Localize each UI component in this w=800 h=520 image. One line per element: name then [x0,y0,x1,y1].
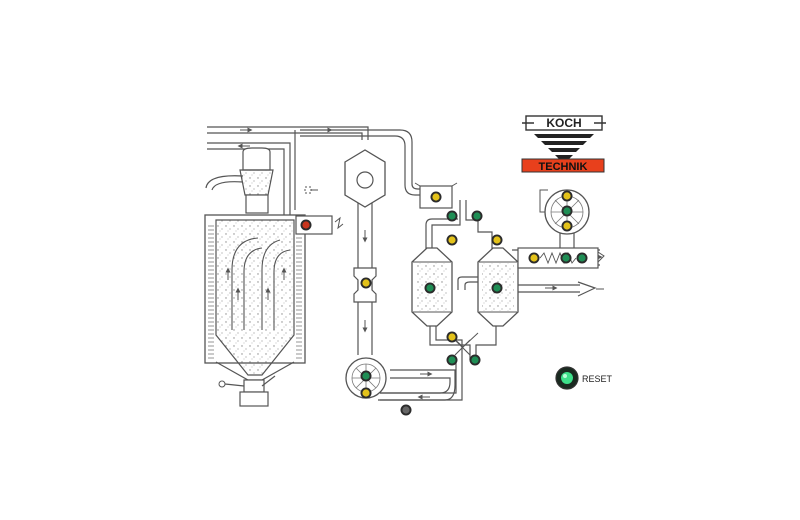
logo-brand-bottom: TECHNIK [539,161,588,173]
lamp-blower-top-3 [563,222,571,230]
lamp-hopper-inlet [302,221,310,229]
feed-pipe-2 [207,142,291,218]
feed-pipe-1-inner [207,132,363,140]
lamp-dryer-left-bottom [448,333,456,341]
feed-hopper [204,147,306,407]
feed-pipe-2-inner [207,148,285,218]
lamp-manifold-left [448,212,456,220]
reset-label: RESET [582,374,613,384]
lamp-heater-3 [578,254,586,262]
lamp-dryer-right-top [493,236,501,244]
logo-brand-top: KOCH [546,116,581,130]
lamp-top-valve [432,193,440,201]
lamp-dryer-left-top [448,236,456,244]
indicator-lamps [300,190,588,416]
logo-bottom-bar [521,158,605,173]
lamp-heater-1 [530,254,538,262]
lamp-bottom-valve-right [471,356,479,364]
lamp-dryer-right-center [493,284,501,292]
cyclone-separator [344,149,386,208]
lamp-blower-top-2 [563,207,571,215]
lamp-manifold-right [473,212,481,220]
lamp-bottom-valve-left [448,356,456,364]
lamp-heater-2 [562,254,570,262]
logo-chevron-icon [534,134,594,159]
lamp-blower-bottom-2 [362,389,370,397]
lamp-floor [402,406,410,414]
lamp-conveyor-left [362,279,370,287]
reset-button[interactable] [555,366,579,390]
lamp-blower-bottom-1 [362,372,370,380]
lamp-blower-top-1 [563,192,571,200]
lamp-dryer-left-center [426,284,434,292]
koch-technik-logo: KOCH TECHNIK [521,115,606,173]
outlet-nozzle [577,281,604,297]
